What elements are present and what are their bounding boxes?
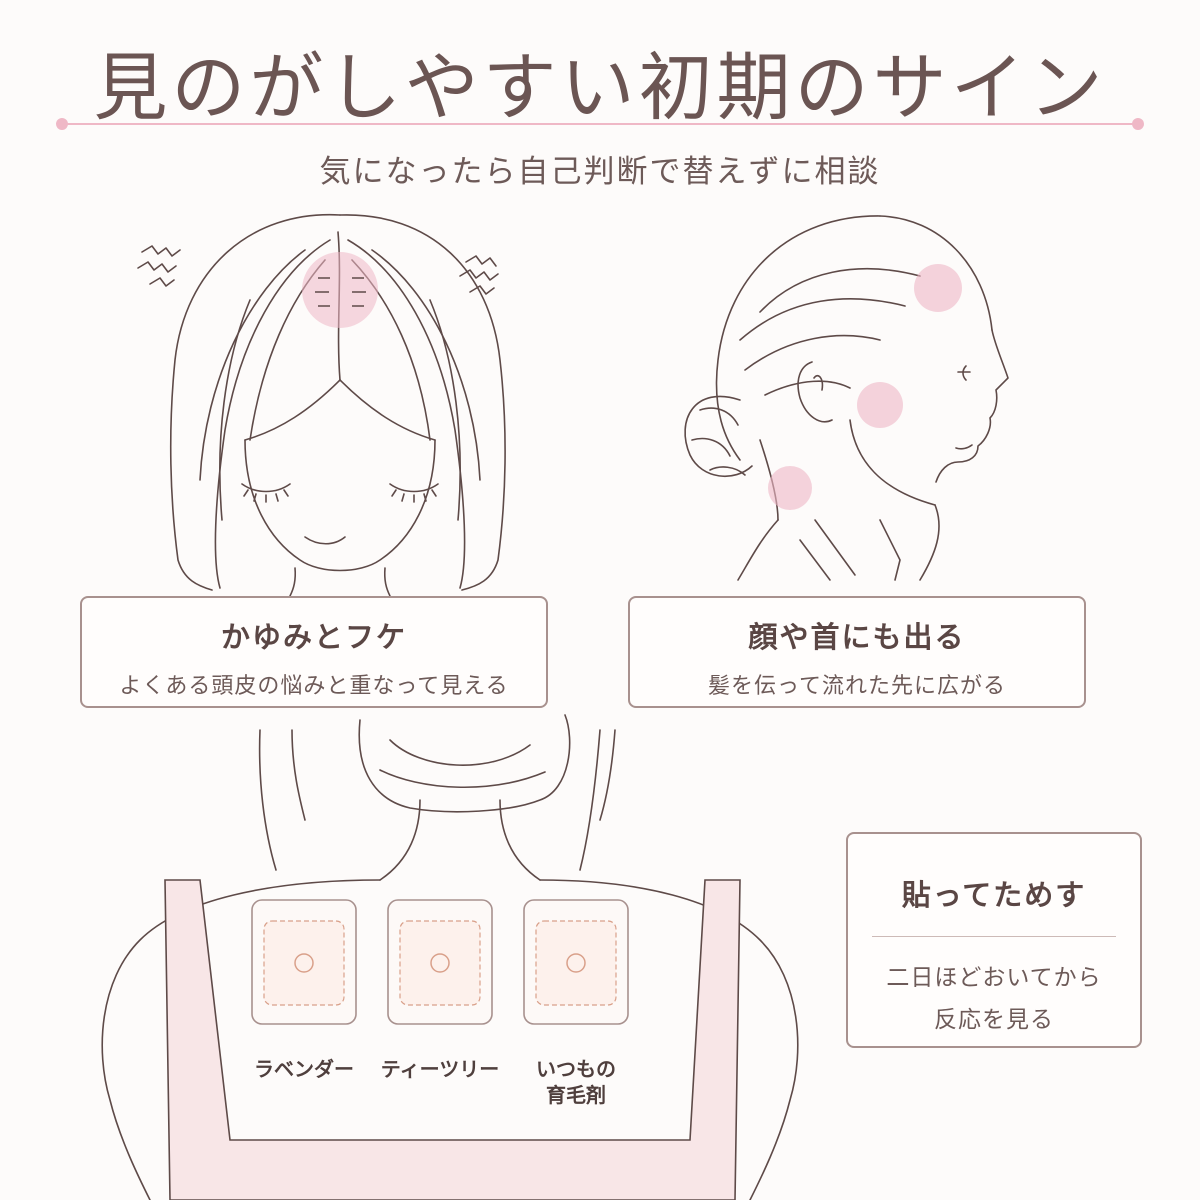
front-woman-illustration: [137, 213, 506, 597]
patch-test-card: 貼ってためす 二日ほどおいてから 反応を見る: [846, 832, 1142, 1048]
patch-label-tea-tree: ティーツリー: [380, 1057, 500, 1081]
patch-group: [251, 899, 629, 1025]
page-subtitle: 気になったら自己判断で替えずに相談: [319, 154, 881, 190]
card-description: よくある頭皮の悩みと重なって見える: [119, 674, 509, 699]
card-description: 髪を伝って流れた先に広がる: [708, 674, 1006, 699]
tank-top-illustration: [164, 879, 741, 1200]
profile-woman-illustration: [684, 215, 1009, 581]
patch-label-line-1: いつもの: [536, 1057, 616, 1081]
itch-dandruff-card: かゆみとフケ よくある頭皮の悩みと重なって見える: [80, 596, 548, 708]
card-description: 二日ほどおいてから 反応を見る: [848, 957, 1140, 1041]
card-title: かゆみとフケ: [220, 620, 407, 654]
card-title: 顔や首にも出る: [748, 620, 966, 654]
patch-label-usual-tonic: いつもの 育毛剤: [516, 1056, 636, 1108]
card-line-2: 反応を見る: [934, 1007, 1054, 1033]
card-title: 貼ってためす: [901, 878, 1087, 912]
back-woman-illustration: [101, 714, 799, 1200]
divider-dot-right: [1132, 118, 1144, 130]
patch-label-line-2: 育毛剤: [546, 1083, 606, 1107]
patch-label-lavender: ラベンダー: [254, 1057, 354, 1081]
title-divider: [62, 123, 1138, 125]
cheek-spot: [857, 382, 903, 428]
page-title: 見のがしやすい初期のサイン: [93, 45, 1107, 131]
scalp-spot: [302, 252, 378, 328]
patch-tea-tree: [387, 899, 493, 1025]
patch-usual-tonic: [523, 899, 629, 1025]
card-line-1: 二日ほどおいてから: [886, 965, 1102, 991]
divider-dot-left: [56, 118, 68, 130]
patch-lavender: [251, 899, 357, 1025]
hairline-spot: [914, 264, 962, 312]
card-divider: [872, 936, 1116, 937]
neck-spot: [768, 466, 812, 510]
face-neck-card: 顔や首にも出る 髪を伝って流れた先に広がる: [628, 596, 1086, 708]
